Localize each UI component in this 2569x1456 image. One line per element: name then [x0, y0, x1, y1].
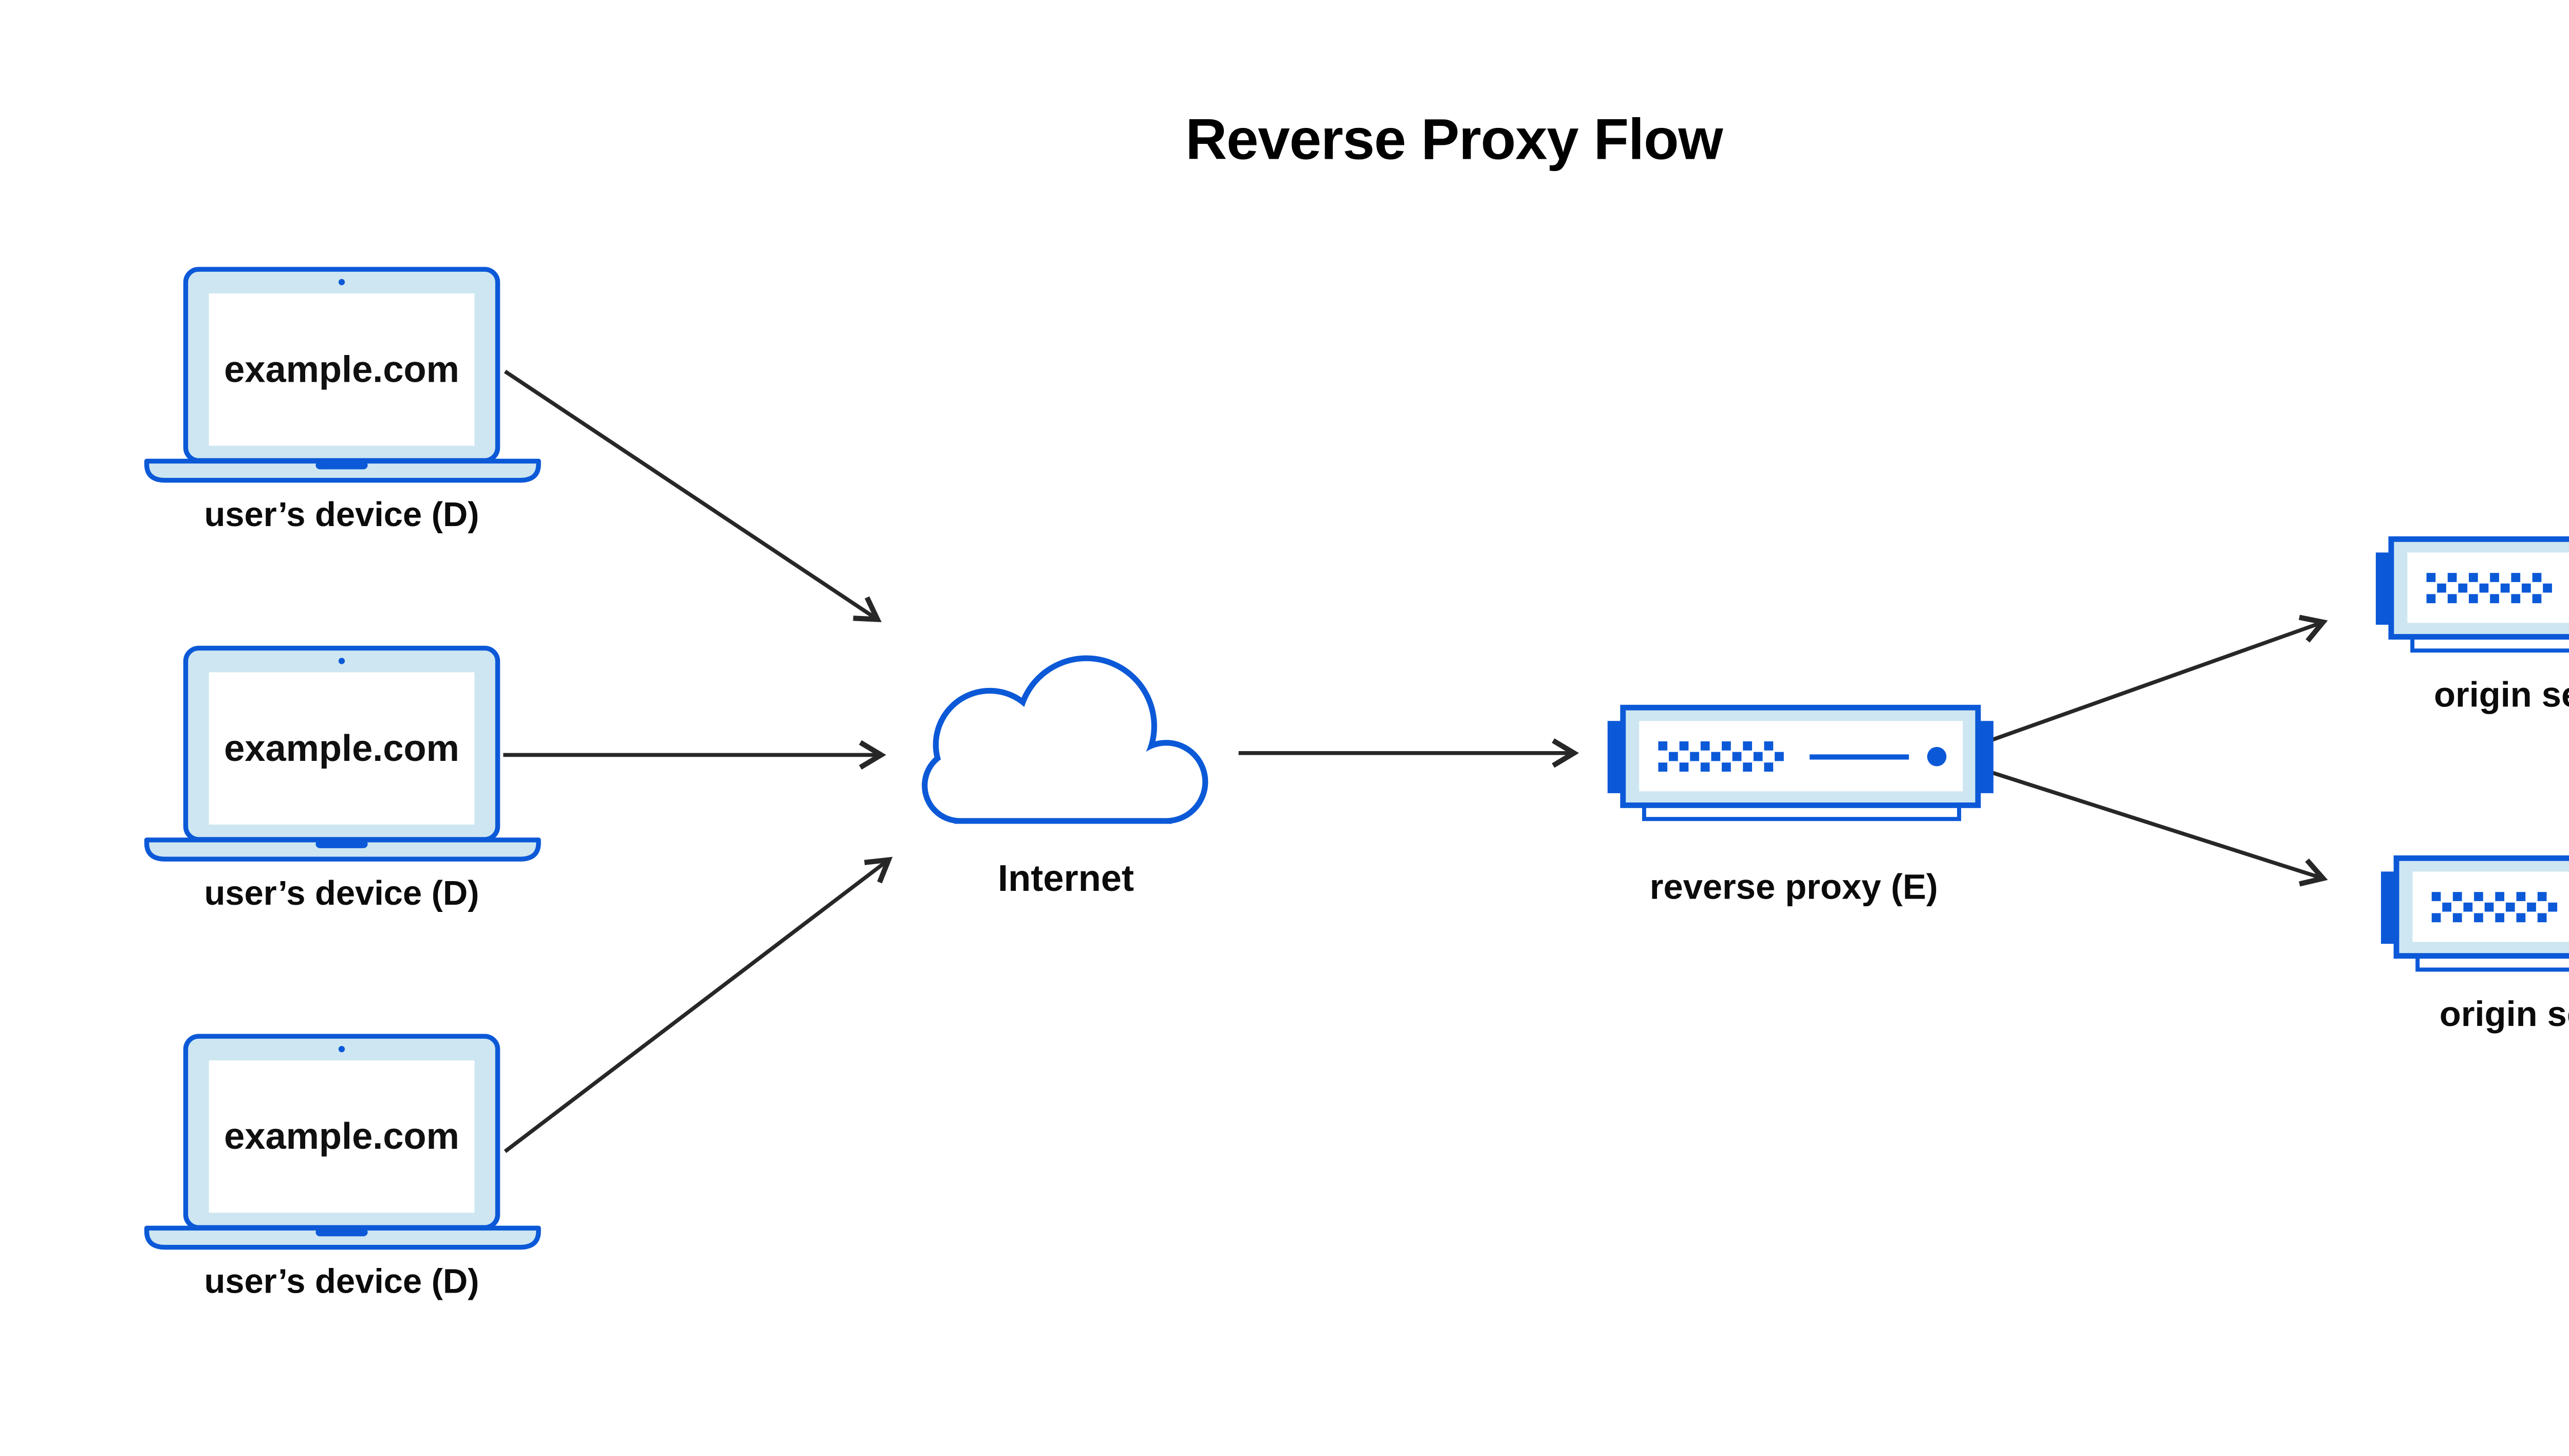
- diagram-title: Reverse Proxy Flow: [1185, 107, 1723, 172]
- cloud-icon: [922, 655, 1208, 824]
- arrow-proxy-to-origin1: [1991, 614, 2328, 742]
- user-device-3: example.com user’s device (D): [147, 1036, 539, 1301]
- reverse-proxy-server: reverse proxy (E): [1608, 707, 1994, 907]
- flow-arrows: [503, 369, 2328, 1153]
- origin-server-2: origin server (F): [2381, 858, 2569, 1034]
- device-screen-url: example.com: [224, 349, 459, 390]
- origin-server-1: origin server (F): [2376, 539, 2569, 714]
- reverse-proxy-label: reverse proxy (E): [1650, 867, 1938, 907]
- device-screen-url: example.com: [224, 1116, 459, 1157]
- arrow-device3-to-internet: [504, 856, 893, 1153]
- arrow-device1-to-internet: [504, 369, 882, 622]
- server-icon: [1608, 707, 1994, 819]
- arrow-proxy-to-origin2: [1991, 771, 2328, 887]
- device-label: user’s device (D): [204, 1262, 479, 1301]
- device-label: user’s device (D): [204, 874, 479, 912]
- user-device-2: example.com user’s device (D): [147, 648, 539, 912]
- device-label: user’s device (D): [204, 495, 479, 534]
- origin-server-1-label: origin server (F): [2434, 675, 2569, 714]
- user-device-1: example.com user’s device (D): [147, 269, 539, 534]
- internet-cloud: Internet: [922, 655, 1208, 899]
- internet-label: Internet: [998, 858, 1134, 899]
- server-icon: [2381, 858, 2569, 969]
- device-screen-url: example.com: [224, 728, 459, 769]
- origin-server-2-label: origin server (F): [2440, 994, 2569, 1034]
- server-icon: [2376, 539, 2569, 650]
